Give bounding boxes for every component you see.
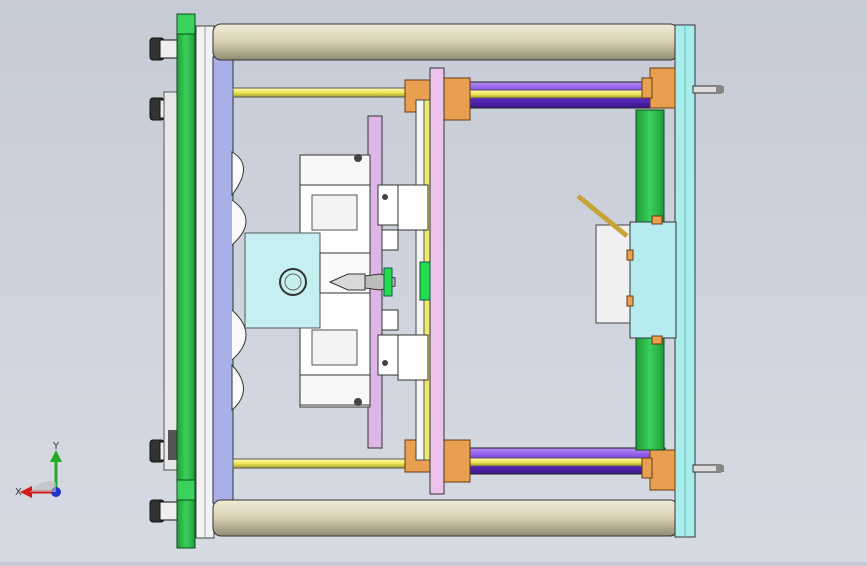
left-backing-plate [163,91,179,471]
slide-blocks [377,184,429,381]
bottom-guide-rod [212,499,679,537]
right-pins [692,85,724,473]
cooling-block-back [595,224,635,324]
nozzle [328,261,431,301]
cooling-block [629,221,677,339]
blue-mold-plate [212,56,234,504]
x-axis-arrow [20,486,32,498]
angled-pin [576,194,629,238]
yellow-rod-bottom [232,458,434,469]
y-axis-label: Y [52,441,60,452]
pink-ejector-plate [429,67,445,495]
x-axis-label: X [15,487,22,498]
axis-triad: Y X [15,441,62,498]
small-screws [354,154,388,406]
y-axis-arrow [50,450,62,462]
right-orange-fittings [641,67,676,491]
top-guide-rod [212,23,679,61]
arc-guides [231,151,247,412]
yellow-rod-top [232,87,434,98]
left-clamp-plate [176,13,196,549]
